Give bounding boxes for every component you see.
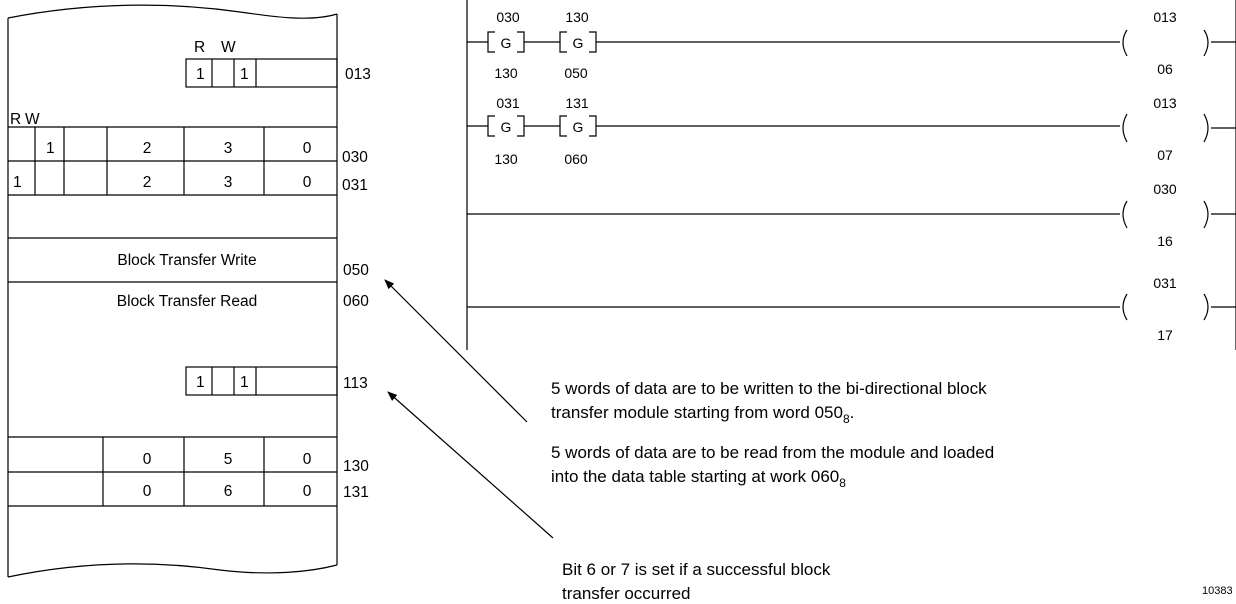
address-031: 031 xyxy=(342,177,368,194)
rung1-contact2-bottom: 050 xyxy=(564,65,588,81)
rung1-coil-top: 013 xyxy=(1153,9,1177,25)
block-transfer-write-label: Block Transfer Write xyxy=(117,252,256,269)
rung4-coil-top: 031 xyxy=(1153,275,1177,291)
w-label-left: W xyxy=(25,111,40,128)
address-050: 050 xyxy=(343,262,369,279)
rung2-coil-right xyxy=(1203,113,1209,143)
arrow-to-113 xyxy=(387,391,554,539)
address-060: 060 xyxy=(343,293,369,310)
figure-number: 10383 xyxy=(1202,585,1233,597)
rung-2: G 031 130 G 131 060 013 07 xyxy=(467,95,1236,167)
row-013-box xyxy=(185,58,338,88)
row-013-bit-w: 1 xyxy=(240,66,249,83)
row-131-digit-2: 6 xyxy=(224,483,233,500)
w-label-top: W xyxy=(221,39,236,56)
address-030: 030 xyxy=(342,149,368,166)
rung1-coil-bottom: 06 xyxy=(1157,61,1173,77)
row-031-r-bit: 1 xyxy=(13,174,22,191)
row-113-bit-1: 1 xyxy=(196,374,205,391)
rung1-contact2-top: 130 xyxy=(565,9,589,25)
row-031-digit-3: 0 xyxy=(303,174,312,191)
rung3-coil-top: 030 xyxy=(1153,181,1177,197)
rung2-contact1-top: 031 xyxy=(496,95,520,111)
rung2-contact1-bottom: 130 xyxy=(494,151,518,167)
rung3-coil-left xyxy=(1122,200,1128,229)
row-130-digit-2: 5 xyxy=(224,451,233,468)
rung1-contact1-top: 030 xyxy=(496,9,520,25)
rung4-coil-bottom: 17 xyxy=(1157,327,1173,343)
rung1-contact2-symbol: G xyxy=(573,35,584,51)
rung1-coil-right xyxy=(1203,29,1209,57)
address-130: 130 xyxy=(343,458,369,475)
arrow-to-050 xyxy=(384,279,528,423)
r-label-left: R xyxy=(10,111,21,128)
note-write-line-2: transfer module starting from word 0508. xyxy=(551,403,854,426)
note-bit-line-2: transfer occurred xyxy=(562,584,691,603)
rung1-contact1-symbol: G xyxy=(501,35,512,51)
row-130-digit-1: 0 xyxy=(143,451,152,468)
ladder-diagram: G 030 130 G 130 050 013 06 G 031 130 xyxy=(466,0,1236,350)
rung3-coil-right xyxy=(1203,200,1209,229)
block-transfer-read-label: Block Transfer Read xyxy=(117,293,257,310)
note-write-line-1: 5 words of data are to be written to the… xyxy=(551,379,987,398)
rung-1: G 030 130 G 130 050 013 06 xyxy=(467,9,1236,81)
row-113-box xyxy=(185,366,338,396)
notes: 5 words of data are to be written to the… xyxy=(551,379,994,603)
r-label-top: R xyxy=(194,39,205,56)
rung1-coil-left xyxy=(1122,29,1128,57)
note-read-line-2: into the data table starting at work 060… xyxy=(551,467,846,490)
row-030-digit-2: 3 xyxy=(224,140,233,157)
rung-3: 030 16 xyxy=(467,181,1236,249)
row-013-bit-r: 1 xyxy=(196,66,205,83)
rung2-contact2-bottom: 060 xyxy=(564,151,588,167)
rung2-contact2-symbol: G xyxy=(573,119,584,135)
rung-4: 031 17 xyxy=(467,275,1236,343)
rung2-coil-left xyxy=(1122,113,1128,143)
rung2-contact2-top: 131 xyxy=(565,95,589,111)
rung4-coil-right xyxy=(1203,293,1209,321)
row-131-digit-3: 0 xyxy=(303,483,312,500)
row-131-digit-1: 0 xyxy=(143,483,152,500)
address-113: 113 xyxy=(343,375,368,392)
rung1-contact1-bottom: 130 xyxy=(494,65,518,81)
data-table: R W 1 1 013 R W 1 2 3 0 030 1 2 3 0 031 … xyxy=(7,4,371,578)
table-top-edge xyxy=(7,4,338,19)
row-030-digit-1: 2 xyxy=(143,140,152,157)
address-131: 131 xyxy=(343,484,369,501)
address-013: 013 xyxy=(345,66,371,83)
row-031-digit-1: 2 xyxy=(143,174,152,191)
rung3-coil-bottom: 16 xyxy=(1157,233,1173,249)
rung2-coil-bottom: 07 xyxy=(1157,147,1173,163)
table-bottom-edge xyxy=(7,563,338,578)
row-113-bit-2: 1 xyxy=(240,374,249,391)
row-030-digit-3: 0 xyxy=(303,140,312,157)
row-031-digit-2: 3 xyxy=(224,174,233,191)
rung2-contact1-symbol: G xyxy=(501,119,512,135)
note-bit-line-1: Bit 6 or 7 is set if a successful block xyxy=(562,560,831,579)
rung2-coil-top: 013 xyxy=(1153,95,1177,111)
row-130-digit-3: 0 xyxy=(303,451,312,468)
rung4-coil-left xyxy=(1122,293,1128,321)
row-030-w-bit: 1 xyxy=(46,140,55,157)
note-read-line-1: 5 words of data are to be read from the … xyxy=(551,443,994,462)
